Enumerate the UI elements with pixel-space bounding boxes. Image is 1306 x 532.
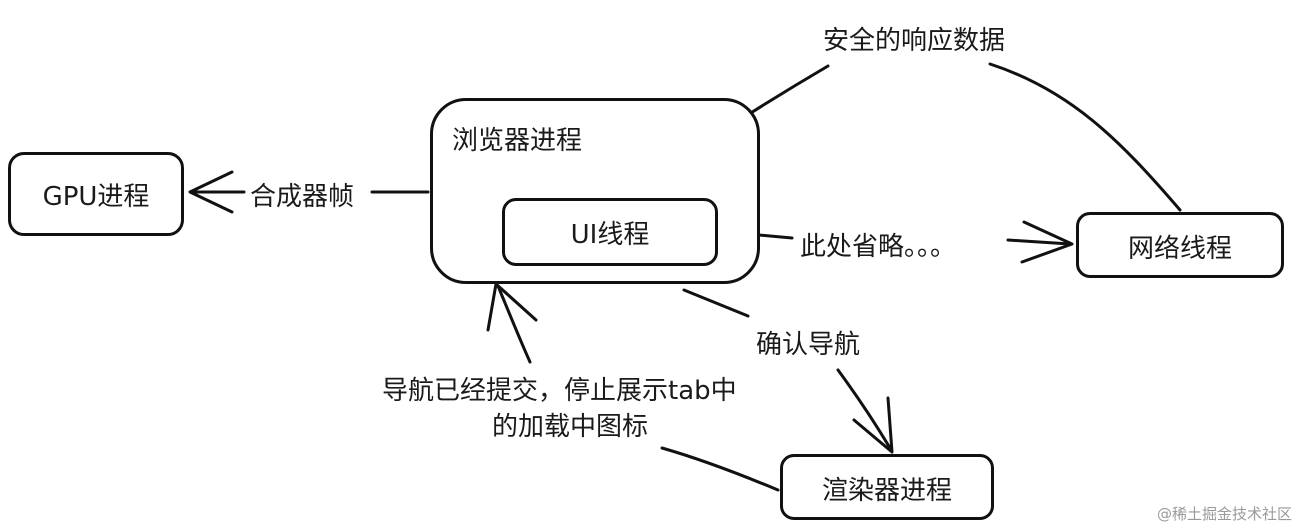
edge-label-safe-response: 安全的响应数据 (818, 20, 1010, 57)
edge-label-navigation-committed-line2: 的加载中图标 (488, 406, 653, 443)
ui-thread-label: UI线程 (570, 220, 650, 250)
arrowhead-renderer (852, 396, 894, 454)
arrowhead-gpu (188, 170, 234, 214)
edge-line-browser-to-renderer-a (682, 288, 750, 318)
edge-line-renderer-to-browser-a (660, 446, 780, 492)
arrowhead-network (1020, 220, 1074, 264)
edge-line-browser-to-renderer-b (836, 368, 892, 450)
edge-line-network-to-ui-a (988, 62, 1182, 212)
arrowhead-browser (486, 282, 538, 332)
ui-thread-node (502, 198, 718, 266)
gpu-process-label: GPU进程 (42, 182, 150, 212)
watermark-text: @稀土掘金技术社区 (1156, 505, 1292, 523)
edge-line-renderer-to-browser-b (496, 284, 532, 364)
network-thread-label: 网络线程 (1127, 234, 1233, 264)
edge-label-composite-frame: 合成器帧 (246, 176, 359, 213)
renderer-process-label: 渲染器进程 (821, 476, 953, 506)
renderer-process-node (780, 454, 994, 520)
gpu-process-node (8, 152, 184, 236)
edge-label-navigation-committed-line1: 导航已经提交，停止展示tab中 (378, 370, 741, 407)
edge-label-omitted: 此处省略。。。 (796, 226, 961, 263)
edge-line-ui-to-network-b (1006, 238, 1072, 246)
network-thread-node (1076, 212, 1284, 278)
browser-process-label: 浏览器进程 (452, 126, 583, 156)
edge-label-confirm-navigation: 确认导航 (752, 324, 865, 361)
